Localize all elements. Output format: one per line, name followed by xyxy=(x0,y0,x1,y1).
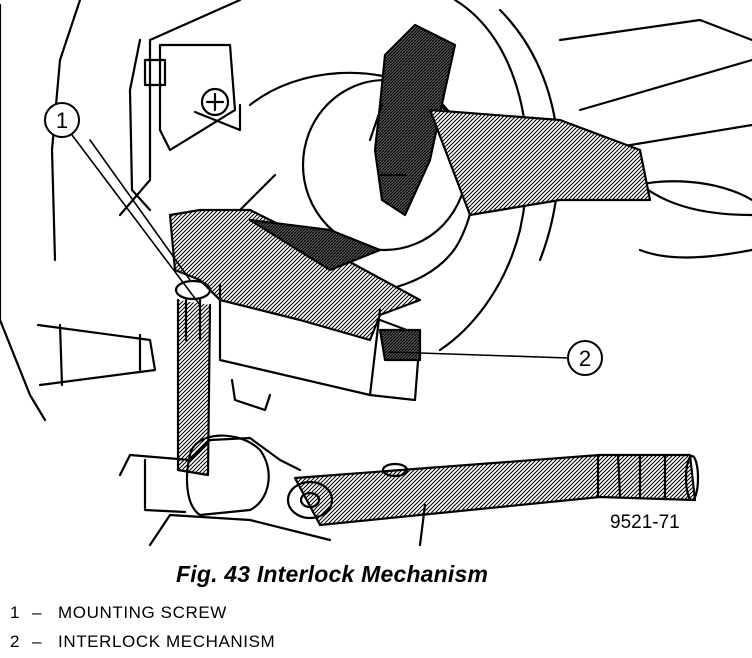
legend-number: 1 xyxy=(10,603,21,622)
legend-item: 2–INTERLOCK MECHANISM xyxy=(10,632,275,652)
callout-2-number: 2 xyxy=(579,346,591,371)
legend-number: 2 xyxy=(10,632,21,651)
legend-text: INTERLOCK MECHANISM xyxy=(58,632,276,651)
legend-dash: – xyxy=(32,603,43,622)
callout-1: 1 xyxy=(44,102,80,138)
callout-1-number: 1 xyxy=(56,108,68,133)
legend-text: MOUNTING SCREW xyxy=(58,603,227,622)
legend-item: 1–MOUNTING SCREW xyxy=(10,603,227,623)
callout-2: 2 xyxy=(567,340,603,376)
legend-dash: – xyxy=(32,632,43,651)
figure-code: 9521-71 xyxy=(610,512,680,533)
figure-caption: Fig. 43 Interlock Mechanism xyxy=(176,561,489,587)
interlock-illustration: 1 2 9521-71 xyxy=(0,0,752,547)
